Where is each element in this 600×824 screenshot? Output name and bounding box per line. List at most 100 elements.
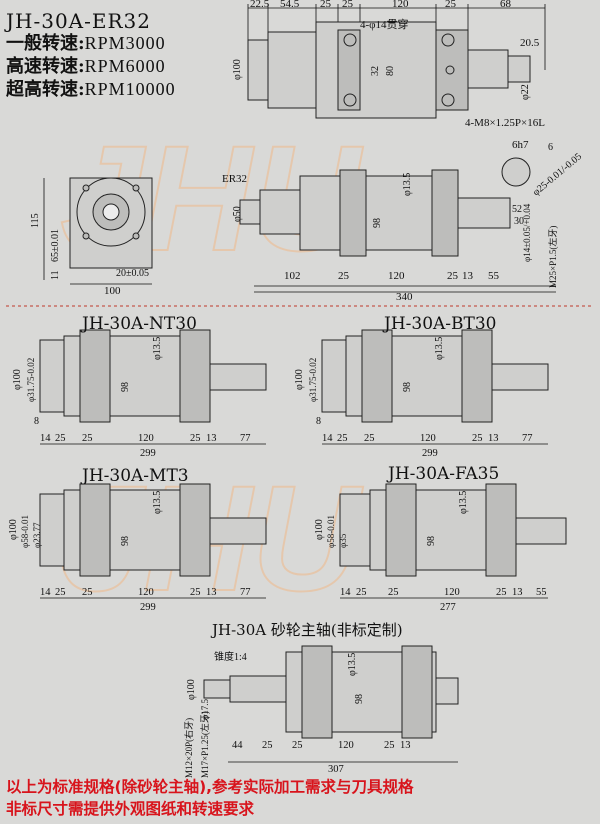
bolt-hole: [441, 93, 455, 107]
main-body: [315, 21, 437, 119]
model-title: JH-30A-ER32: [6, 9, 151, 33]
dim-text: 120: [392, 0, 409, 10]
dim-30: 30: [514, 216, 524, 227]
dim-text: 25: [82, 433, 93, 444]
dim-key: 6h7: [512, 139, 529, 151]
top-view: 22.5 54.5 25 25 120 25 68 4-φ14贯穿 4-M8×1…: [232, 0, 546, 129]
threaded-hole: [445, 65, 455, 75]
label-taper: 锥度1:4: [214, 650, 247, 663]
speed-value: RPM6000: [84, 56, 166, 76]
speed-high: 高速转速:RPM6000: [6, 55, 176, 78]
dim-8: 8: [34, 416, 39, 427]
rear-shaft: [467, 49, 509, 89]
dim-text: 25: [496, 587, 507, 598]
dim-text: 55: [536, 587, 547, 598]
variant-flange: [79, 329, 111, 423]
dim-text: 120: [338, 740, 354, 751]
speed-normal: 一般转速:RPM3000: [6, 32, 176, 55]
collet-nut: [247, 39, 269, 101]
thread-note: M25×P1.5(左牙): [547, 226, 558, 288]
variant-flange: [179, 329, 211, 423]
dim-d135: φ13.5: [152, 491, 163, 514]
end-center: [102, 203, 120, 221]
variant-flange: [461, 329, 493, 423]
bolt-hole: [132, 184, 140, 192]
dim-52: 52: [512, 204, 522, 215]
dim-115: 115: [30, 213, 41, 228]
dim-text: 14: [40, 587, 51, 598]
dim-text: 25: [472, 433, 483, 444]
thread-note: 4-M8×1.25P×16L: [465, 117, 545, 129]
dim-d14: φ14±0.05/+0.04: [522, 203, 532, 262]
dim-inner: φ31.75-0.02: [26, 358, 36, 402]
dim-text: 25: [55, 587, 66, 598]
dim-text: 14: [322, 433, 333, 444]
dim-98: 98: [354, 694, 365, 704]
label-collet: ER32: [222, 173, 247, 185]
dim-98: 98: [120, 536, 131, 546]
bolt-hole: [343, 33, 357, 47]
taper-holder: [321, 339, 347, 413]
grinder-flange: [301, 645, 333, 739]
dim-text: 25: [82, 587, 93, 598]
dim-d100: φ100: [186, 679, 197, 700]
side-shaft: [457, 197, 511, 229]
variant-flange: [485, 483, 517, 577]
variant-nt30: φ100 φ31.75-0.02 φ13.5 98 8 14 25 25 120…: [12, 329, 267, 459]
footer-line-2: 非标尺寸需提供外观图纸和转速要求: [6, 800, 255, 818]
dim-d135: φ13.5: [152, 337, 163, 360]
dim-text: 44: [232, 740, 243, 751]
side-flange-rear: [431, 169, 459, 257]
front-housing: [267, 31, 317, 109]
speed-label: 高速转速:: [6, 56, 85, 77]
variant-fa35: φ100 φ58-0.01 φ35 φ13.5 98 14 25 25 120 …: [314, 483, 567, 613]
footer-notes: 以上为标准规格(除砂轮主轴),参考实际加工需求与刀具规格 非标尺寸需提供外观图纸…: [6, 776, 600, 820]
bolt-hole: [82, 232, 90, 240]
dim-inner2: φ23.77: [32, 522, 42, 548]
label-fa35: JH-30A-FA35: [388, 464, 500, 484]
dim-total: 299: [140, 602, 156, 613]
dim-11: 11: [50, 270, 61, 280]
dim-d100: φ100: [8, 519, 19, 540]
nose: [259, 189, 301, 235]
dim-text: 25: [388, 587, 399, 598]
dim-d22: φ22: [520, 84, 531, 100]
dim-text: 77: [522, 433, 533, 444]
grinder-spindle: 锥度1:4 φ100 φ13.5 98 φ17.5 M12×20P(右牙) M1…: [183, 645, 459, 778]
variant-flange: [361, 329, 393, 423]
variant-shaft: [209, 363, 267, 391]
dim-text: 120: [444, 587, 460, 598]
side-flange-front: [339, 169, 367, 257]
dim-d25: φ25-0.01/-0.05: [531, 151, 584, 198]
hole-note: 4-φ14贯穿: [360, 17, 409, 31]
dim-text: 13: [462, 270, 474, 282]
dim-inner: φ58-0.01: [326, 515, 336, 548]
variant-shaft: [515, 517, 567, 545]
grinder-shaft: [435, 677, 459, 705]
dim-d135: φ13.5: [347, 653, 358, 676]
dim-text: 25: [320, 0, 332, 10]
grinder-thread: M12×20P(右牙): [183, 718, 194, 778]
dim-text: 54.5: [280, 0, 300, 10]
taper-holder: [39, 493, 65, 567]
bolt-hole: [441, 33, 455, 47]
dim-total: 277: [440, 602, 456, 613]
label-mt3: JH-30A-MT3: [82, 466, 189, 486]
dim-32: 32: [370, 66, 381, 76]
bolt-hole: [82, 184, 90, 192]
dim-text: 14: [40, 433, 51, 444]
dim-inner: φ31.75-0.02: [308, 358, 318, 402]
dim-d100: φ100: [232, 59, 243, 80]
dim-text: 25: [364, 433, 375, 444]
dim-total: 299: [422, 448, 438, 459]
variant-shaft: [491, 363, 549, 391]
dim-text: 25: [55, 433, 66, 444]
side-body: [299, 175, 441, 251]
dim-d100: φ100: [294, 369, 305, 390]
dim-text: 102: [284, 270, 301, 282]
dim-20: 20±0.05: [116, 268, 149, 279]
dim-text: 120: [138, 587, 154, 598]
dim-inner: φ58-0.01: [20, 515, 30, 548]
dim-text: 25: [356, 587, 367, 598]
